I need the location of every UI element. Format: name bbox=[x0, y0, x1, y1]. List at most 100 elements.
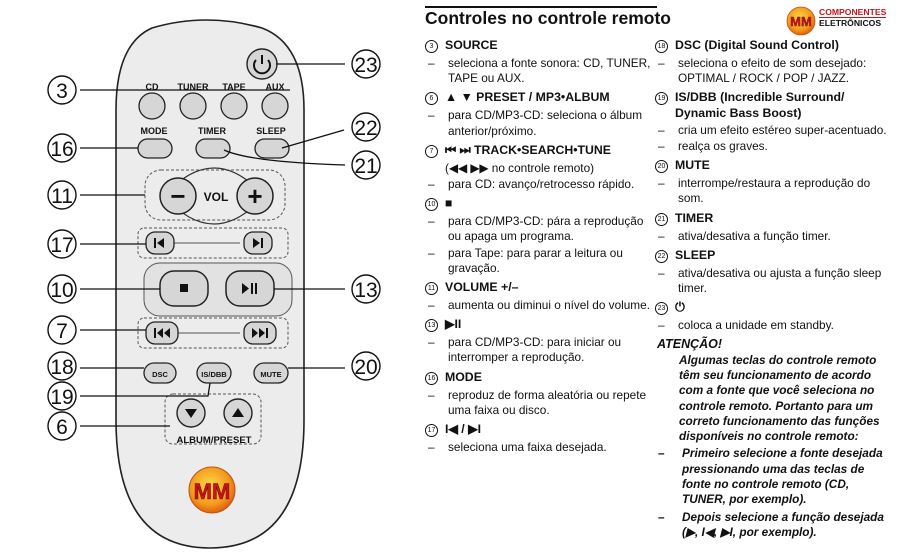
source-buttons: CD TUNER TAPE AUX bbox=[138, 82, 289, 120]
fast-forward-button[interactable] bbox=[243, 321, 277, 345]
item-number-badge: 3 bbox=[425, 40, 438, 53]
control-item-7: 7⏮ ⏭ TRACK•SEARCH•TUNE(◀◀ ▶▶ no controle… bbox=[425, 143, 655, 192]
attention-step-1: –Primeiro selecione a fonte desejada pre… bbox=[655, 446, 895, 507]
item-number-badge: 11 bbox=[425, 282, 438, 296]
sleep-label: SLEEP bbox=[256, 126, 286, 136]
callout-7: 7 bbox=[47, 315, 77, 345]
item-description-line: –reproduz de forma aleatória ou repete u… bbox=[425, 388, 655, 418]
album-up-button[interactable] bbox=[223, 398, 253, 428]
bullet-dash: – bbox=[428, 335, 435, 350]
timer-label: TIMER bbox=[198, 126, 226, 136]
bullet-dash: – bbox=[658, 176, 665, 191]
bullet-dash: – bbox=[658, 318, 665, 333]
callout-19: 19 bbox=[47, 381, 77, 411]
item-number-badge: 7 bbox=[425, 144, 438, 158]
cd-button[interactable] bbox=[138, 92, 166, 120]
item-title-text: ■ bbox=[445, 196, 453, 211]
svg-text:11: 11 bbox=[51, 185, 73, 208]
isdbb-button[interactable]: IS/DBB bbox=[196, 362, 232, 384]
item-description-line: –realça os graves. bbox=[655, 139, 895, 154]
item-description-text: reproduz de forma aleatória ou repete um… bbox=[448, 387, 647, 417]
attention-title: ATENÇÃO! bbox=[657, 337, 723, 352]
fast-rewind-icon bbox=[154, 328, 170, 338]
item-description-line: –para CD: avanço/retrocesso rápido. bbox=[425, 177, 655, 192]
svg-text:21: 21 bbox=[354, 155, 377, 178]
svg-text:22: 22 bbox=[354, 117, 377, 140]
tape-button[interactable] bbox=[220, 92, 248, 120]
bullet-dash: – bbox=[428, 56, 435, 70]
bullet-dash: – bbox=[658, 56, 665, 70]
search-group-frame bbox=[137, 317, 289, 349]
dsc-label: DSC bbox=[152, 370, 168, 379]
attention-body: Algumas teclas do controle remoto têm se… bbox=[679, 352, 880, 444]
item-description-line: –seleciona uma faixa desejada. bbox=[425, 440, 655, 455]
callout-23: 23 bbox=[351, 49, 381, 79]
skip-back-button[interactable] bbox=[145, 231, 175, 255]
item-number-badge: 10 bbox=[425, 198, 438, 212]
page-title: Controles no controle remoto bbox=[425, 8, 671, 28]
item-description-line: –ativa/desativa ou ajusta a função sleep… bbox=[655, 266, 895, 296]
svg-text:10: 10 bbox=[50, 279, 73, 302]
source-label-tuner: TUNER bbox=[178, 82, 209, 92]
source-label-aux: AUX bbox=[265, 82, 284, 92]
item-description-line: –cria um efeito estéreo super-acentuado. bbox=[655, 123, 895, 138]
volume-down-button[interactable]: − bbox=[159, 177, 197, 215]
play-pause-button[interactable] bbox=[225, 270, 275, 307]
attention-step-2: –Depois selecione a função desejada (▶, … bbox=[655, 510, 895, 541]
album-preset-label: ALBUM/PRESET bbox=[177, 435, 252, 446]
volume-up-button[interactable]: + bbox=[236, 177, 274, 215]
mute-button[interactable]: MUTE bbox=[253, 362, 289, 384]
skip-forward-button[interactable] bbox=[243, 231, 273, 255]
item-description-text: para CD/MP3-CD: para iniciar ou interrom… bbox=[448, 335, 622, 365]
callout-20: 20 bbox=[351, 351, 381, 381]
timer-button[interactable] bbox=[195, 138, 231, 159]
svg-text:17: 17 bbox=[50, 234, 73, 257]
album-down-button[interactable] bbox=[176, 398, 206, 428]
item-title-text: MUTE bbox=[675, 158, 710, 173]
item-description-line: –seleciona a fonte sonora: CD, TUNER, TA… bbox=[425, 56, 655, 86]
bullet-dash: – bbox=[428, 108, 435, 123]
item-title-text: MODE bbox=[445, 369, 482, 384]
sleep-button[interactable] bbox=[254, 138, 290, 159]
tuner-button[interactable] bbox=[179, 92, 207, 120]
control-item-23: 23⏻–coloca a unidade em standby. bbox=[655, 300, 895, 333]
power-button[interactable] bbox=[246, 48, 278, 80]
svg-text:6: 6 bbox=[56, 416, 68, 439]
item-title-text: VOLUME +/– bbox=[445, 280, 519, 295]
item-title-text: ▲ ▼ PRESET / MP3•ALBUM bbox=[445, 90, 610, 105]
play-pause-icon bbox=[242, 283, 257, 294]
item-number-badge: 19 bbox=[655, 92, 668, 106]
callout-11: 11 bbox=[47, 180, 77, 210]
svg-text:3: 3 bbox=[56, 80, 68, 103]
item-description-line: –para CD/MP3-CD: seleciona o álbum anter… bbox=[425, 108, 655, 138]
skip-forward-icon bbox=[253, 238, 263, 248]
mode-button[interactable] bbox=[137, 138, 173, 159]
stop-button[interactable] bbox=[159, 270, 209, 307]
dsc-button[interactable]: DSC bbox=[143, 362, 177, 384]
item-description-line: –aumenta ou diminui o nível do volume. bbox=[425, 298, 655, 313]
stop-icon bbox=[180, 284, 188, 292]
item-title-text: ⏻ bbox=[675, 300, 685, 315]
svg-text:18: 18 bbox=[50, 356, 73, 379]
brand-line-2: ELETRÔNICOS bbox=[819, 18, 882, 28]
callout-10: 10 bbox=[47, 274, 77, 304]
item-title-text: IS/DBB (Incredible Surround/ Dynamic Bas… bbox=[675, 90, 845, 120]
fast-rewind-button[interactable] bbox=[145, 321, 179, 345]
source-label-cd: CD bbox=[146, 82, 159, 92]
control-item-title: 7⏮ ⏭ TRACK•SEARCH•TUNE bbox=[425, 143, 655, 159]
bullet-dash: – bbox=[658, 139, 665, 154]
item-description-text: seleciona o efeito de som desejado: OPTI… bbox=[678, 56, 867, 86]
aux-button[interactable] bbox=[261, 92, 289, 120]
item-description-text: aumenta ou diminui o nível do volume. bbox=[448, 298, 650, 313]
